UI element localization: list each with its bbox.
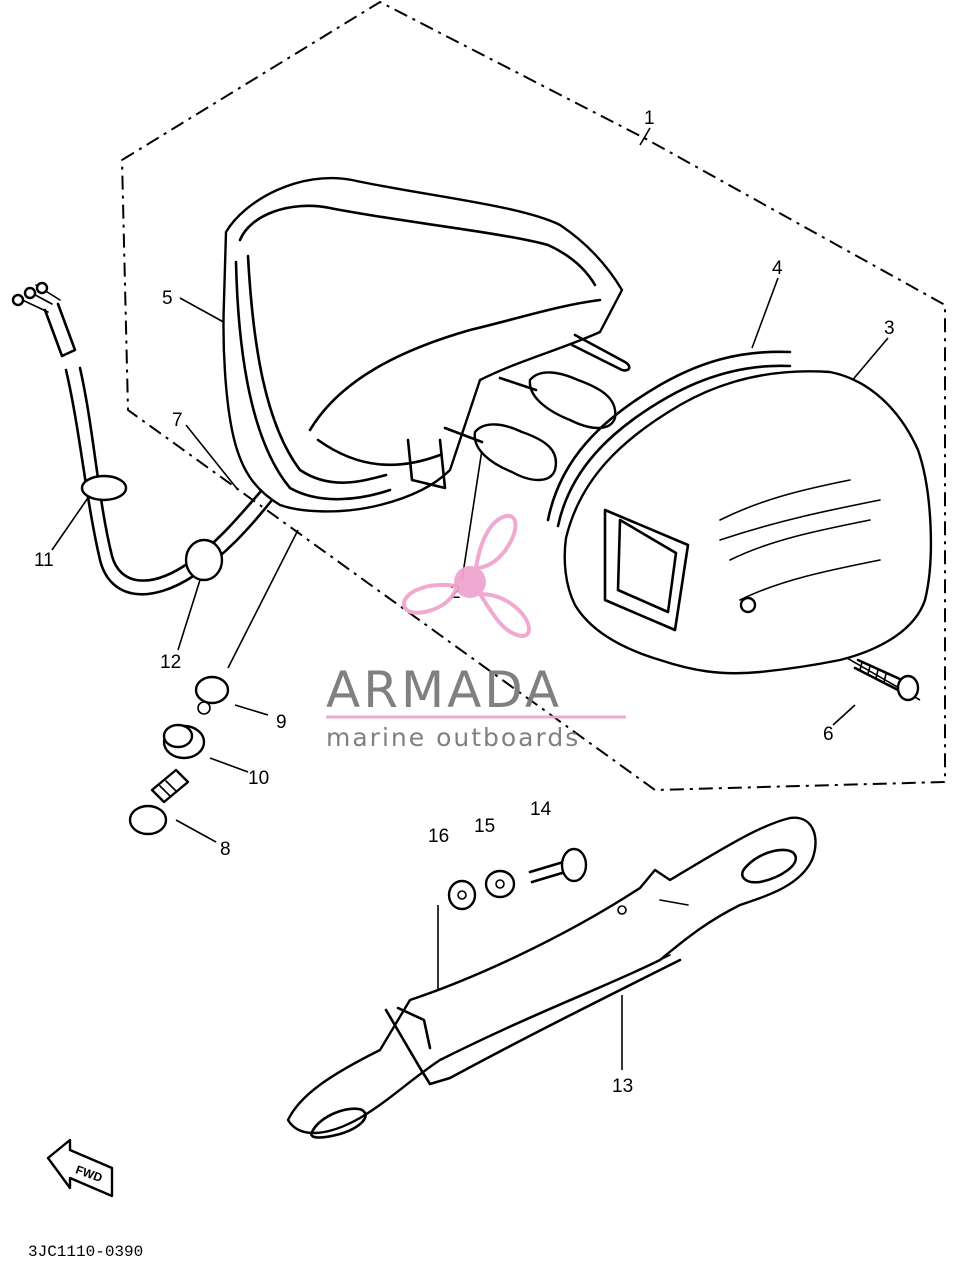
bulbs xyxy=(443,371,617,482)
bracket-fasteners xyxy=(447,847,588,911)
callout-16: 16 xyxy=(428,826,449,847)
watermark-subtitle: marine outboards xyxy=(326,723,580,752)
bracket-13 xyxy=(286,816,817,1139)
watermark: ARMADA marine outboards xyxy=(326,513,626,752)
clamp-12 xyxy=(184,538,224,582)
callout-9: 9 xyxy=(276,712,287,733)
collar-9 xyxy=(194,675,230,705)
wire-harness xyxy=(11,281,274,596)
assembly-boundary xyxy=(120,0,946,792)
callout-15: 15 xyxy=(474,816,495,837)
callout-14: 14 xyxy=(530,799,552,820)
washer-15 xyxy=(484,869,516,899)
callout-4: 4 xyxy=(772,258,783,279)
small-parts xyxy=(128,675,230,836)
lens-and-gasket xyxy=(546,350,933,675)
forward-arrow: FWD xyxy=(46,1138,114,1198)
callout-labels: 1 2 3 4 5 6 7 8 9 10 11 12 13 14 15 16 xyxy=(34,108,895,1097)
callout-6: 6 xyxy=(823,724,834,745)
callout-5: 5 xyxy=(162,288,173,309)
callout-13: 13 xyxy=(612,1076,633,1097)
grommet-11 xyxy=(80,474,128,502)
drawing-code: 3JC1110-0390 xyxy=(28,1243,143,1261)
callout-1: 1 xyxy=(644,108,655,129)
callout-8: 8 xyxy=(220,839,231,860)
nut-16 xyxy=(447,879,477,911)
propeller-logo-icon xyxy=(402,513,531,639)
callout-7: 7 xyxy=(172,410,183,431)
watermark-title: ARMADA xyxy=(326,661,562,719)
screw-6 xyxy=(853,658,920,702)
callout-11: 11 xyxy=(34,550,54,571)
tail-light-base xyxy=(222,176,631,513)
callout-10: 10 xyxy=(248,768,269,789)
callout-12: 12 xyxy=(160,652,181,673)
callout-3: 3 xyxy=(884,318,895,339)
